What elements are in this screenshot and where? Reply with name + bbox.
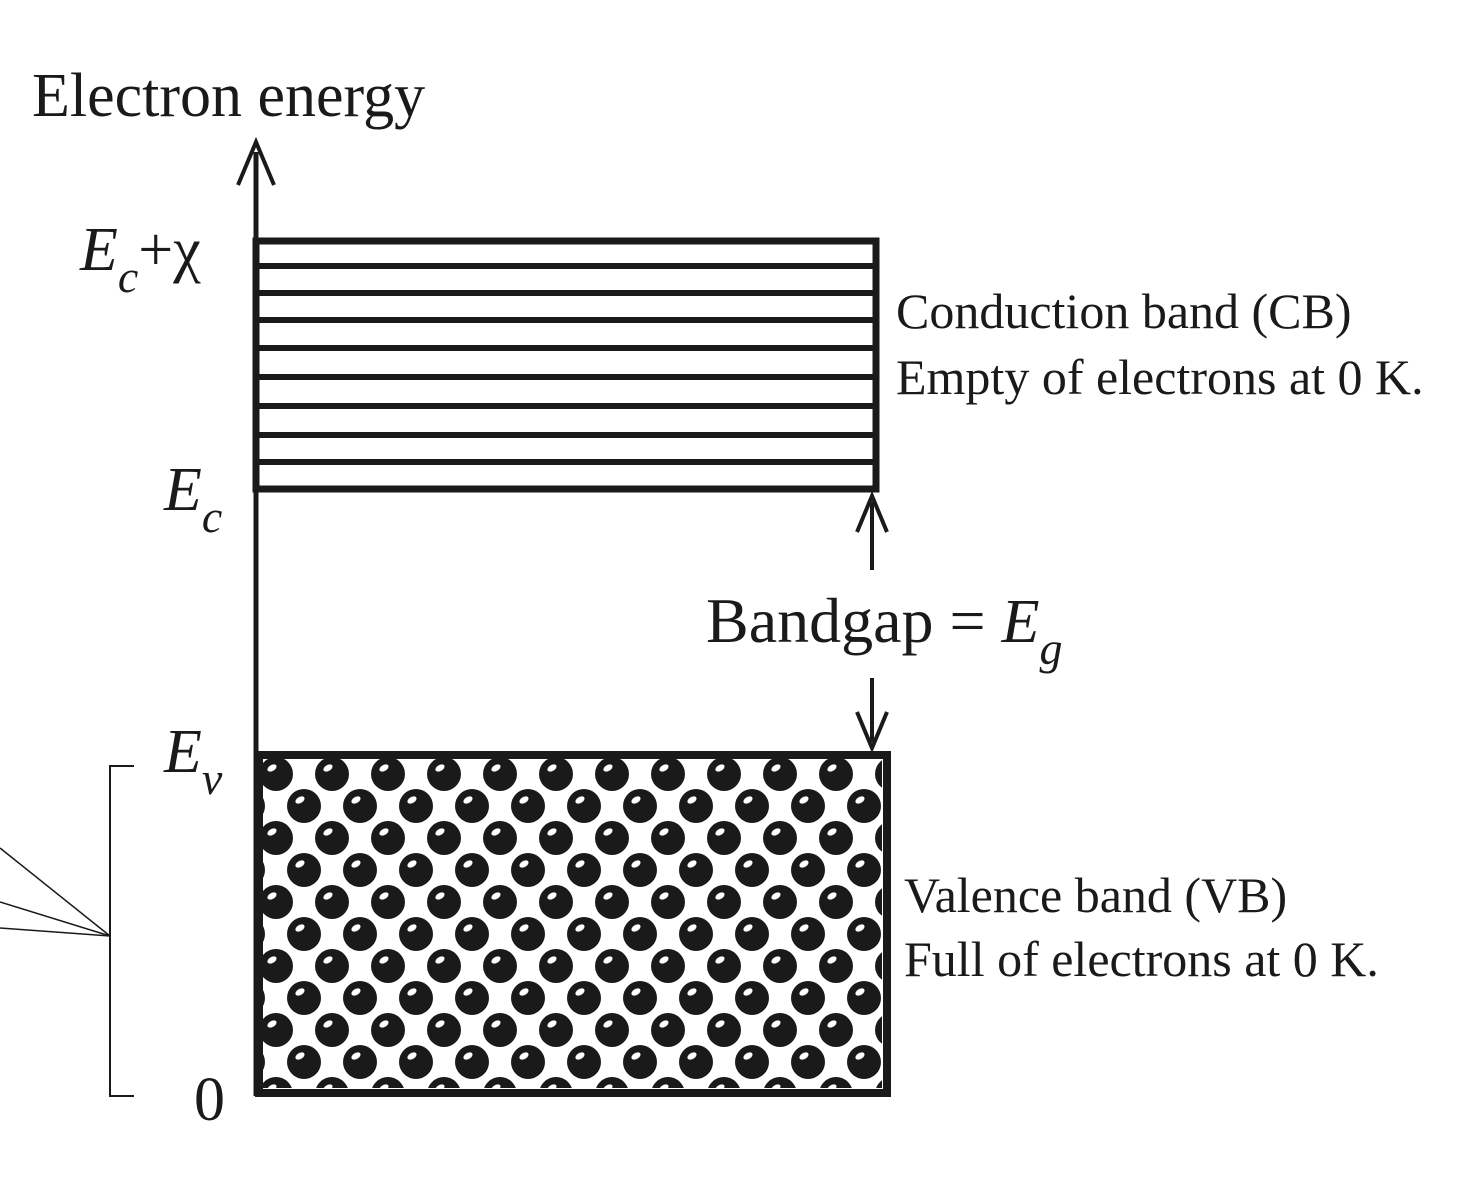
bandgap-arrow-up (855, 490, 889, 570)
level-label-top: Ec+χ (79, 216, 201, 302)
valence-band-description: Full of electrons at 0 K. (904, 931, 1379, 987)
valence-band-bracket (109, 765, 134, 1097)
valence-band-box (255, 751, 891, 1097)
conduction-band-box (252, 237, 880, 493)
valence-band-fill (262, 758, 882, 1088)
conduction-band (252, 237, 880, 493)
axis-arrowhead (236, 136, 276, 186)
conduction-band-title: Conduction band (CB) (896, 283, 1352, 339)
bandgap-label: Bandgap = Eg (706, 585, 1062, 674)
conduction-band-description: Empty of electrons at 0 K. (896, 349, 1424, 405)
level-label-ec: Ec (163, 456, 222, 542)
bandgap-arrow-down (855, 678, 889, 754)
conduction-band-levels (256, 263, 876, 465)
valence-band (255, 751, 891, 1097)
level-label-ev: Ev (163, 718, 223, 804)
bracket-leader-lines (0, 847, 111, 937)
axis-title: Electron energy (32, 62, 425, 130)
valence-band-title: Valence band (VB) (904, 867, 1287, 923)
level-label-zero: 0 (194, 1066, 225, 1134)
